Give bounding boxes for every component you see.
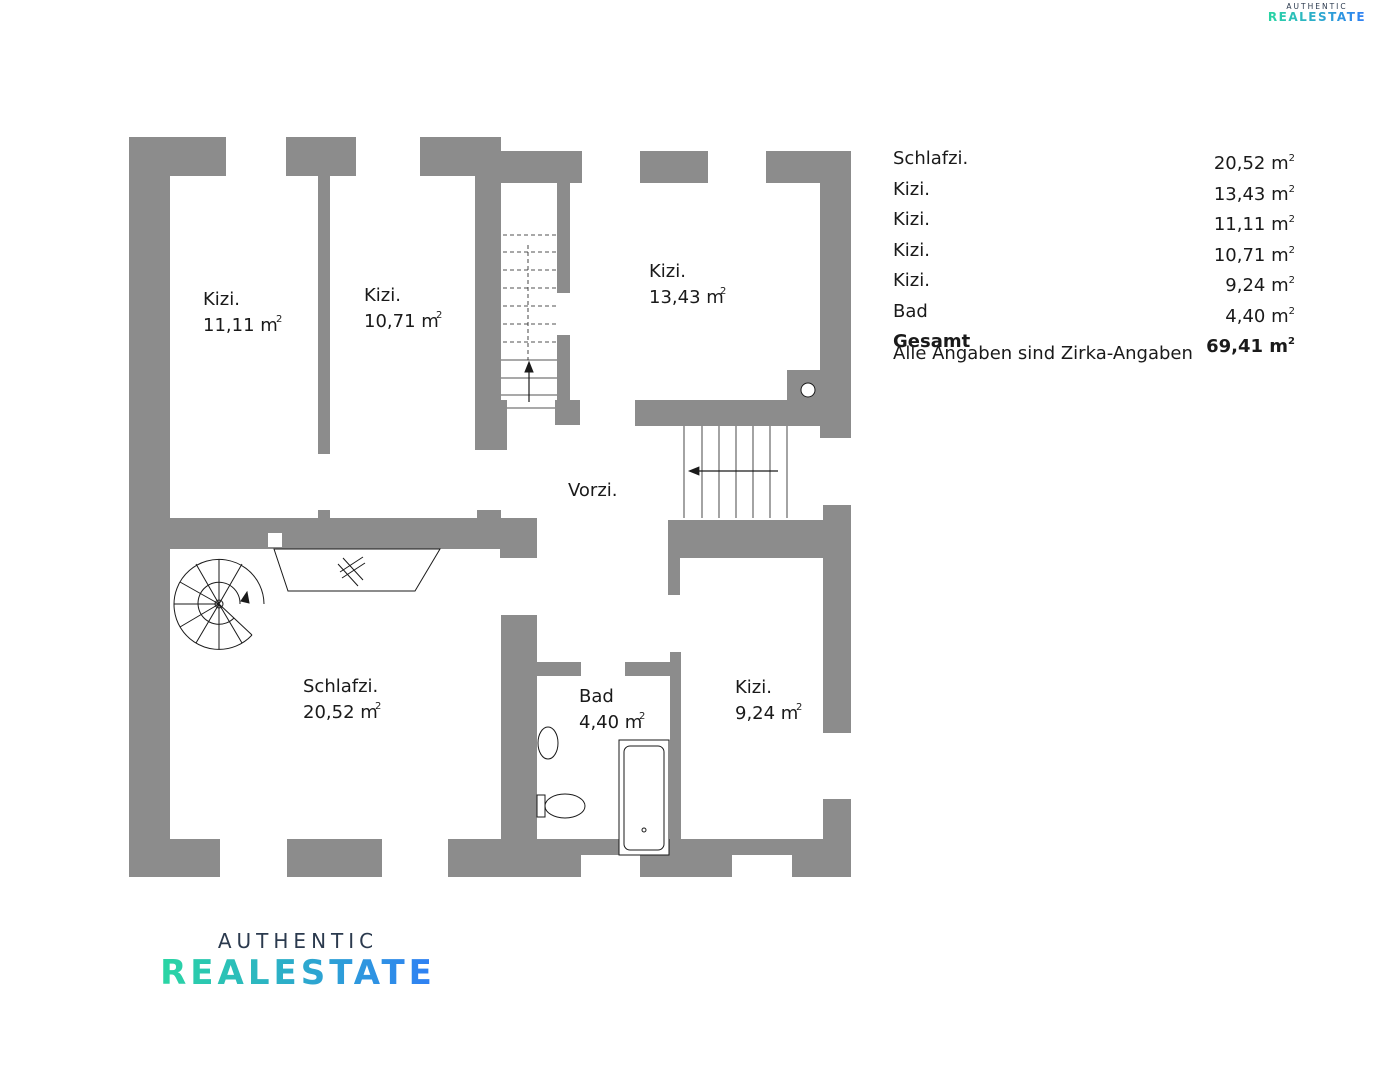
row-label: Bad	[893, 300, 928, 322]
vent-icon	[800, 382, 816, 398]
table-row: Schlafzi. 20,52 m2	[893, 146, 1295, 177]
table-total-row: Gesamt 69,41 m2	[893, 329, 1295, 360]
room-kizi-3-sup: 2	[720, 286, 726, 297]
windows	[220, 137, 851, 877]
room-bad-name: Bad	[579, 686, 614, 707]
row-label: Kizi.	[893, 178, 930, 200]
row-value: 10,71 m2	[1213, 244, 1295, 266]
staircase-interior	[501, 234, 557, 409]
room-kizi-4-sup: 2	[796, 702, 802, 713]
disclaimer-note: Alle Angaben sind Zirka-Angaben	[893, 343, 1193, 364]
brand-large-top-text: AUTHENTIC	[218, 929, 378, 953]
table-row: Kizi. 10,71 m2	[893, 238, 1295, 269]
row-label: Kizi.	[893, 209, 930, 230]
row-label: Kizi.	[893, 239, 930, 261]
walls	[129, 137, 851, 877]
room-kizi-1-sup: 2	[276, 314, 282, 325]
room-kizi-1-area: 11,11 m	[203, 315, 278, 336]
room-labels: Kizi. 11,11 m 2 Kizi. 10,71 m 2 Kizi. 13…	[203, 261, 802, 733]
chimney	[268, 533, 282, 547]
staircase-right	[683, 426, 788, 518]
area-table: Schlafzi. 20,52 m2 Kizi. 13,43 m2 Kizi. …	[893, 146, 1295, 360]
total-value: 69,41 m2	[1206, 336, 1295, 357]
brand-logo-small: AUTHENTIC REALESTATE	[1268, 2, 1366, 22]
row-value: 20,52 m2	[1213, 153, 1295, 174]
table-row: Kizi. 13,43 m2	[893, 177, 1295, 208]
table-row: Kizi. 11,11 m2	[893, 207, 1295, 238]
room-kizi-4-area: 9,24 m	[735, 703, 798, 724]
brand-bottom-text: REALESTATE	[1268, 10, 1366, 22]
row-label: Schlafzi.	[893, 148, 969, 169]
room-kizi-1-name: Kizi.	[203, 289, 240, 310]
brand-large-bottom-text: REALESTATE	[160, 953, 436, 990]
room-schlafzi-name: Schlafzi.	[303, 676, 378, 697]
table-row: Kizi. 9,24 m2	[893, 268, 1295, 299]
room-kizi-2-sup: 2	[436, 310, 442, 321]
fireplace	[273, 548, 441, 592]
table-row: Bad 4,40 m2	[893, 299, 1295, 330]
room-vorzi-name: Vorzi.	[568, 480, 618, 501]
room-kizi-3-area: 13,43 m	[649, 287, 724, 308]
room-kizi-2-area: 10,71 m	[364, 311, 439, 332]
spiral-staircase	[173, 558, 265, 650]
room-bad-area: 4,40 m	[579, 712, 642, 733]
room-kizi-2-name: Kizi.	[364, 285, 401, 306]
row-value: 13,43 m2	[1213, 183, 1295, 205]
row-value: 11,11 m2	[1213, 214, 1295, 235]
room-schlafzi-sup: 2	[375, 701, 381, 712]
row-label: Kizi.	[893, 270, 930, 291]
room-bad-sup: 2	[639, 711, 645, 722]
row-value: 9,24 m2	[1225, 275, 1295, 296]
bathroom-fixtures	[536, 726, 670, 856]
brand-logo-large: AUTHENTIC REALESTATE	[160, 929, 436, 990]
total-label: Gesamt	[893, 331, 971, 352]
room-kizi-4-name: Kizi.	[735, 677, 772, 698]
brand-top-text: AUTHENTIC	[1286, 2, 1347, 11]
row-value: 4,40 m2	[1225, 305, 1295, 327]
room-schlafzi-area: 20,52 m	[303, 702, 378, 723]
room-kizi-3-name: Kizi.	[649, 261, 686, 282]
